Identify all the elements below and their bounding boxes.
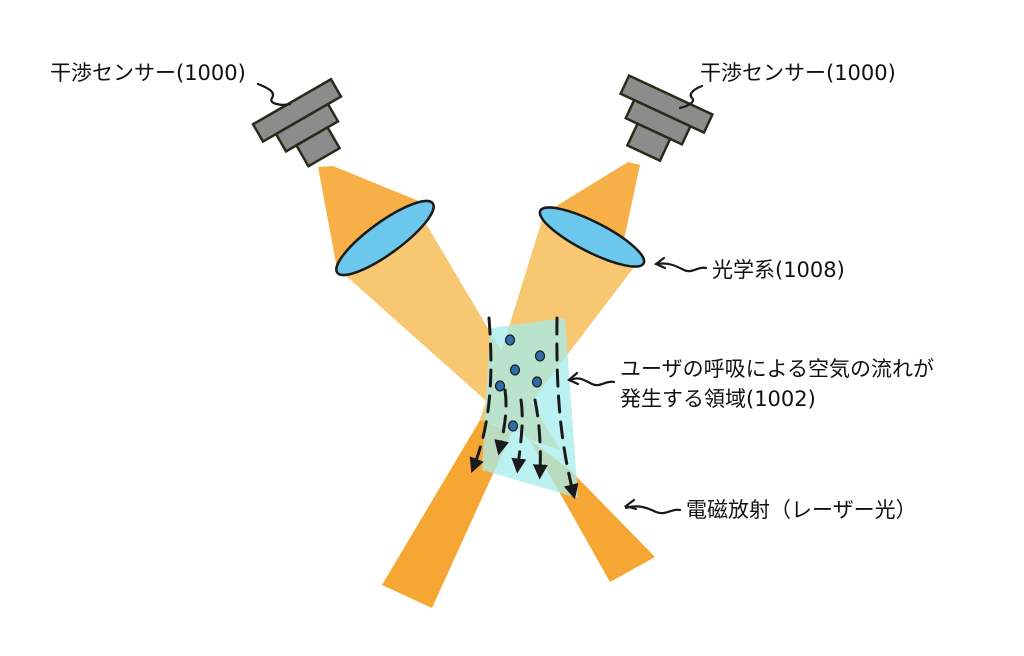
right-beam-upper-cone	[545, 162, 640, 244]
arrowhead-icon	[653, 256, 667, 270]
interference-sensor-icon	[251, 77, 343, 168]
leader-lines	[256, 82, 708, 515]
leader-arrowheads	[566, 256, 667, 511]
particle-icon	[494, 380, 506, 392]
particle-icon	[507, 420, 519, 432]
leader-line	[678, 84, 704, 110]
optics-label: 光学系(1008)	[712, 258, 845, 282]
airflow-arrow-icon	[555, 316, 579, 500]
interference-sensor-icon	[618, 73, 715, 163]
arrowhead-icon	[566, 371, 580, 386]
particle-icon	[534, 350, 546, 362]
region-label-line1: ユーザの呼吸による空気の流れが	[620, 357, 934, 381]
particle-icon	[504, 334, 516, 346]
leader-line	[568, 377, 616, 387]
arrowhead-icon	[623, 498, 638, 511]
sensor-left-label: 干渉センサー(1000)	[50, 61, 246, 85]
airflow-arrow-icon	[494, 388, 509, 456]
leader-line	[256, 82, 292, 106]
particle-icon	[531, 376, 543, 388]
airflow-arrow-icon	[469, 316, 493, 473]
particles	[494, 334, 546, 432]
sensor-right-label: 干渉センサー(1000)	[700, 61, 896, 85]
airflow-arrow-icon	[532, 398, 548, 480]
lens-icon	[538, 206, 646, 268]
leader-line	[656, 262, 708, 273]
radiation-label: 電磁放射（レーザー光）	[686, 498, 917, 522]
airflow-region	[482, 318, 578, 498]
airflow-arrow-icon	[511, 398, 527, 474]
leader-line	[624, 505, 682, 515]
airflow-arrows	[469, 316, 579, 500]
particle-icon	[509, 364, 521, 376]
region-label-line2: 発生する領域(1002)	[620, 387, 816, 411]
lens-icon	[335, 199, 435, 277]
left-beam-upper-cone	[318, 166, 436, 274]
